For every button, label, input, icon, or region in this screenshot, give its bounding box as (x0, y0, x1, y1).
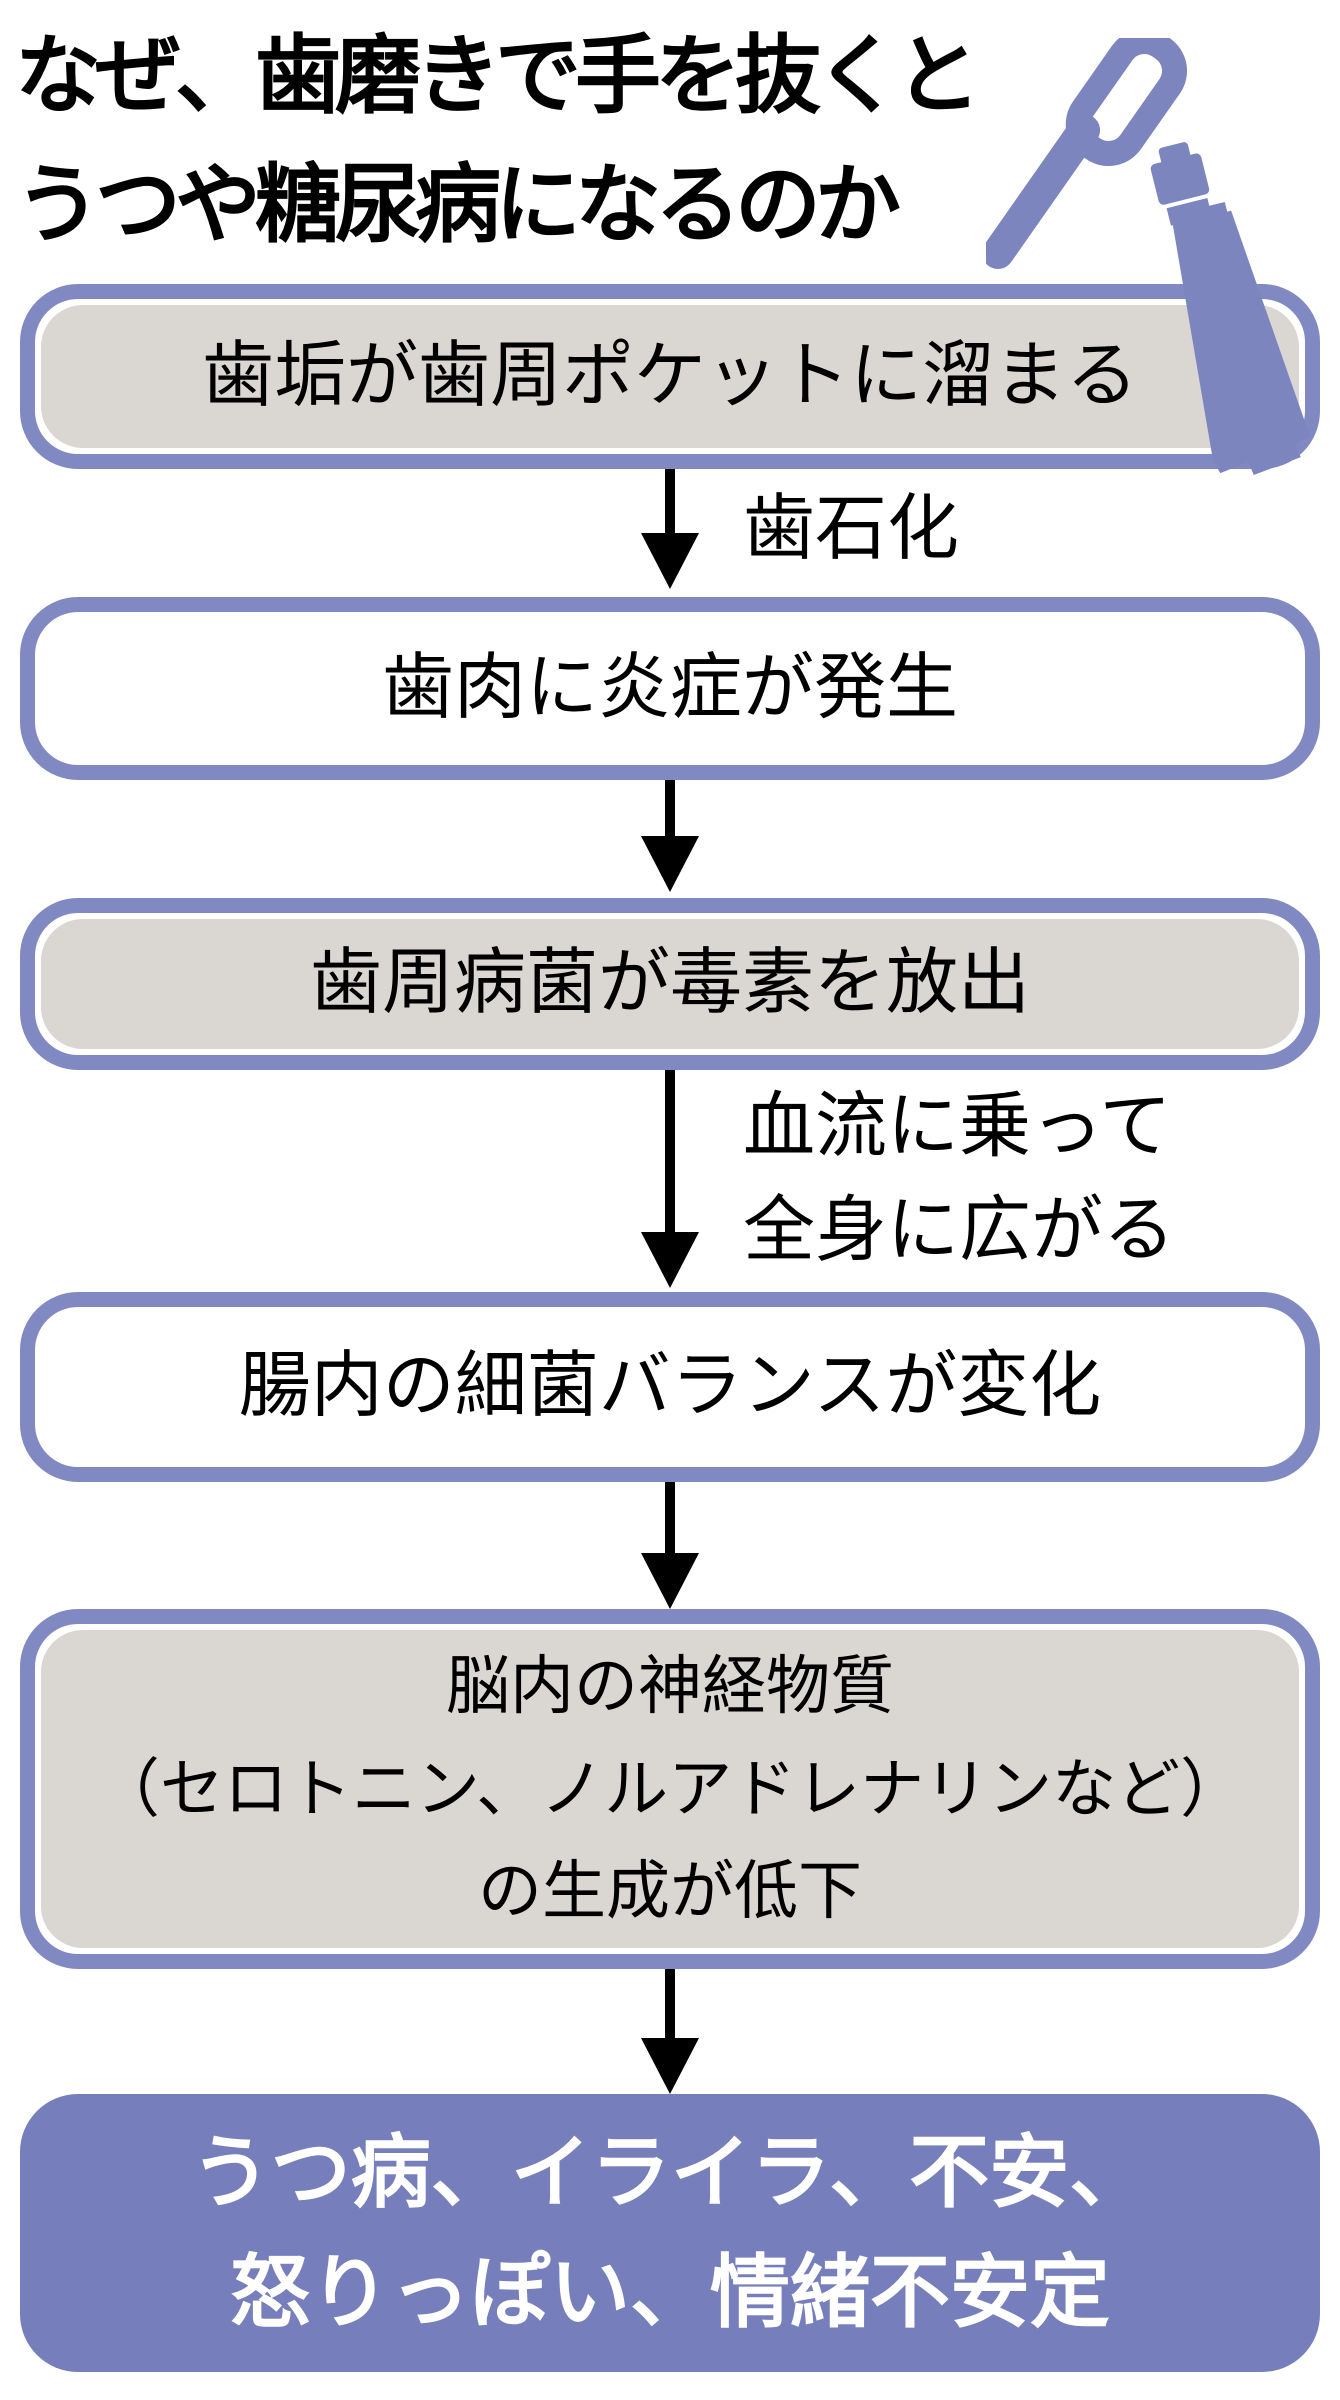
flow-step-toxin-release: 歯周病菌が毒素を放出 (20, 898, 1320, 1070)
flow-step-label-line: （セロトニン、ノルアドレナリンなど） (95, 1752, 1245, 1825)
flow-step-label-line: 怒りっぽい、情緒不安定 (230, 2248, 1110, 2337)
flow-step-label-line: の生成が低下 (478, 1855, 862, 1928)
flow-step-label: 歯肉に炎症が発生 (381, 647, 958, 728)
down-arrow-icon (20, 780, 1320, 892)
arrow-label-calculus: 歯石化 (743, 488, 960, 569)
down-arrow-icon: 血流に乗って 全身に広がる (20, 1070, 1320, 1288)
page-title: なぜ、歯磨きで手を抜くと うつや糖尿病になるのか (0, 0, 1050, 270)
flow-step-gut-bacteria: 腸内の細菌バランスが変化 (20, 1292, 1320, 1482)
down-arrow-icon (20, 1969, 1320, 2094)
flow-step-label-line: うつ病、イライラ、不安、 (190, 2128, 1150, 2217)
flow-step-gum-inflammation: 歯肉に炎症が発生 (20, 597, 1320, 780)
page-title-line-2: うつや糖尿病になるのか (15, 157, 901, 253)
flowchart: 歯垢が歯周ポケットに溜まる 歯石化 歯肉に炎症が発生 歯周病菌が毒素を放出 (20, 284, 1320, 2372)
flow-step-label-line: 脳内の神経物質 (446, 1650, 894, 1723)
flow-step-outcome-depression: うつ病、イライラ、不安、 怒りっぽい、情緒不安定 (20, 2094, 1320, 2372)
flow-step-plaque: 歯垢が歯周ポケットに溜まる (20, 284, 1320, 469)
flow-step-label: 歯周病菌が毒素を放出 (309, 943, 1030, 1024)
page-title-line-1: なぜ、歯磨きで手を抜くと (15, 28, 981, 124)
arrow-label-bloodstream: 血流に乗って 全身に広がる (743, 1086, 1176, 1271)
down-arrow-icon (20, 1482, 1320, 1609)
flow-step-label: 歯垢が歯周ポケットに溜まる (201, 335, 1138, 416)
flow-step-neurotransmitters: 脳内の神経物質 （セロトニン、ノルアドレナリンなど） の生成が低下 (20, 1609, 1320, 1969)
flow-step-label: 腸内の細菌バランスが変化 (238, 1346, 1102, 1427)
down-arrow-icon: 歯石化 (20, 469, 1320, 589)
